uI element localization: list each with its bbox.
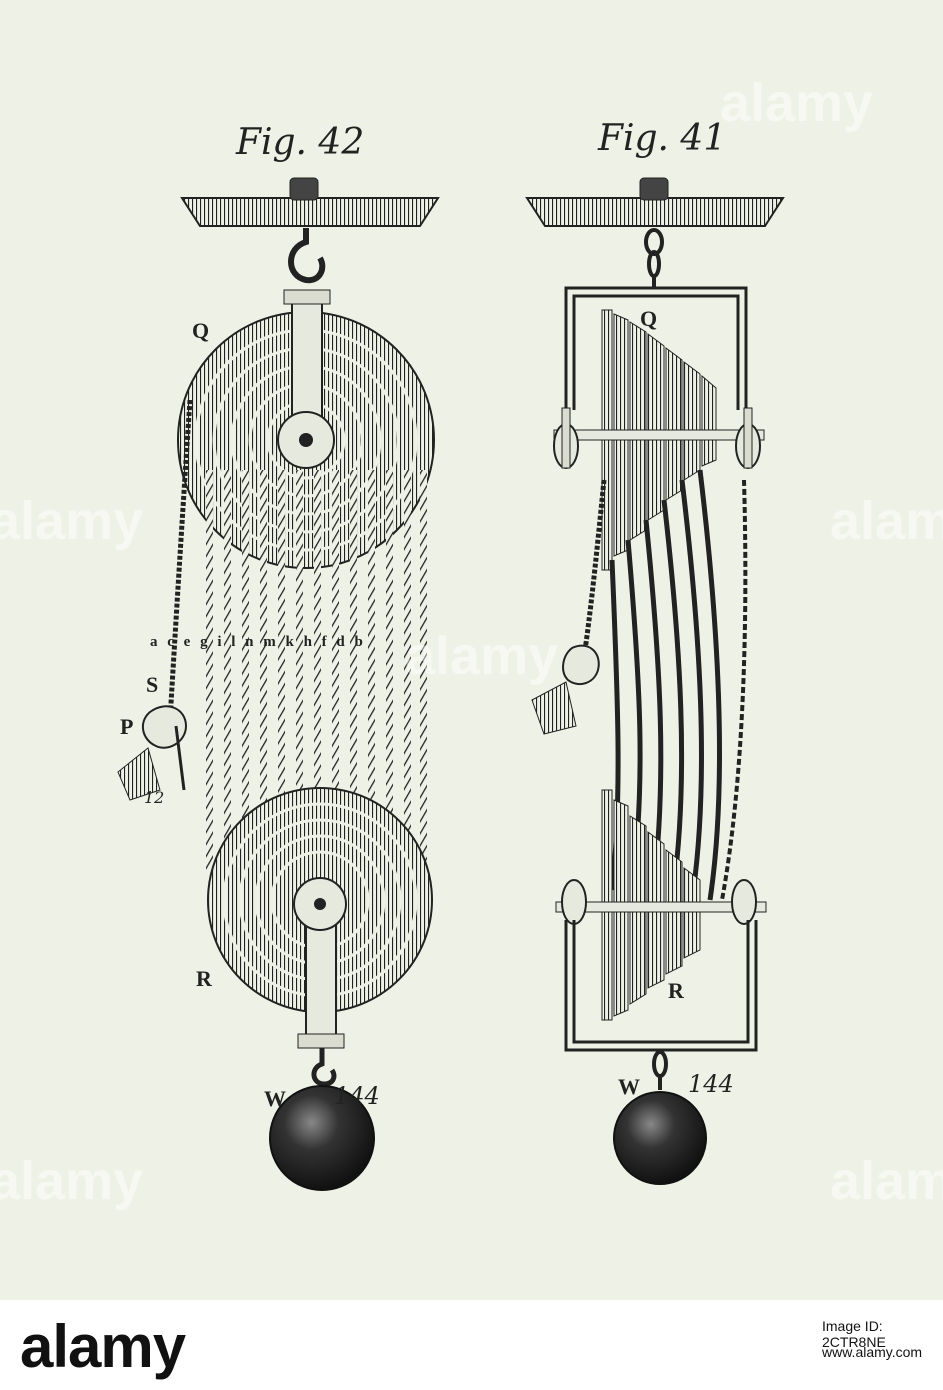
right-weight-ball [613, 1091, 707, 1185]
right-top-chain [644, 228, 664, 288]
left-upper-sheaves [177, 289, 435, 569]
left-top-hook [288, 228, 326, 284]
right-hand [531, 644, 600, 735]
right-bottom-chain [652, 1050, 668, 1090]
left-ceiling-bolt [289, 177, 319, 201]
watermark-left: alamy [0, 491, 144, 551]
alamy-logo: alamy [20, 1313, 186, 1380]
site-url: www.alamy.com [822, 1344, 923, 1360]
left-bottom-hook [311, 1048, 337, 1087]
fig-41-drawing [525, 177, 785, 1185]
right-ceiling-beam [525, 197, 785, 227]
watermark-right: alamy [830, 491, 943, 551]
label-q-right: Q [640, 306, 658, 331]
label-w-left: W [264, 1086, 286, 1111]
left-lower-sheaves [207, 787, 433, 1049]
watermark-top: alamy [720, 73, 874, 133]
fig-42-title: Fig. 42 [236, 122, 365, 163]
right-ceiling-bolt [639, 177, 669, 201]
rope-letter-labels: a c e g i l n m k h f d b [150, 634, 366, 650]
label-r-left: R [196, 966, 212, 991]
label-q-left: Q [192, 318, 210, 343]
label-w-right-value: 144 [688, 1070, 734, 1098]
pulley-illustration [117, 177, 785, 1191]
fig-42-drawing [117, 177, 440, 1191]
image-id: Image ID: 2CTR8NE [822, 1318, 886, 1350]
label-w-left-value: 144 [334, 1082, 380, 1110]
left-ropes [167, 399, 427, 870]
label-r-right: R [668, 978, 684, 1003]
right-lower-frame [564, 920, 758, 1052]
watermark-mid: alamy [405, 626, 559, 686]
watermark-bottom-right: alamy [830, 1151, 943, 1211]
left-weight-ball [269, 1085, 375, 1191]
fig-41-title: Fig. 41 [598, 118, 727, 159]
label-w-right: W [618, 1074, 640, 1099]
footer-bar [0, 1300, 943, 1390]
left-ceiling-beam [180, 197, 440, 227]
right-upper-axle [553, 407, 765, 469]
right-upper-frame [564, 286, 748, 410]
label-p: P [120, 714, 134, 739]
engraving-plate: alamy alamy alamy alamy alamy alamy Fig.… [0, 0, 943, 1300]
label-p-value: 12 [144, 788, 165, 807]
label-s: S [146, 672, 159, 697]
left-hand [117, 705, 188, 801]
right-upper-sheaves [601, 309, 717, 571]
watermark-bottom-left: alamy [0, 1151, 144, 1211]
right-lower-axle [555, 879, 767, 925]
